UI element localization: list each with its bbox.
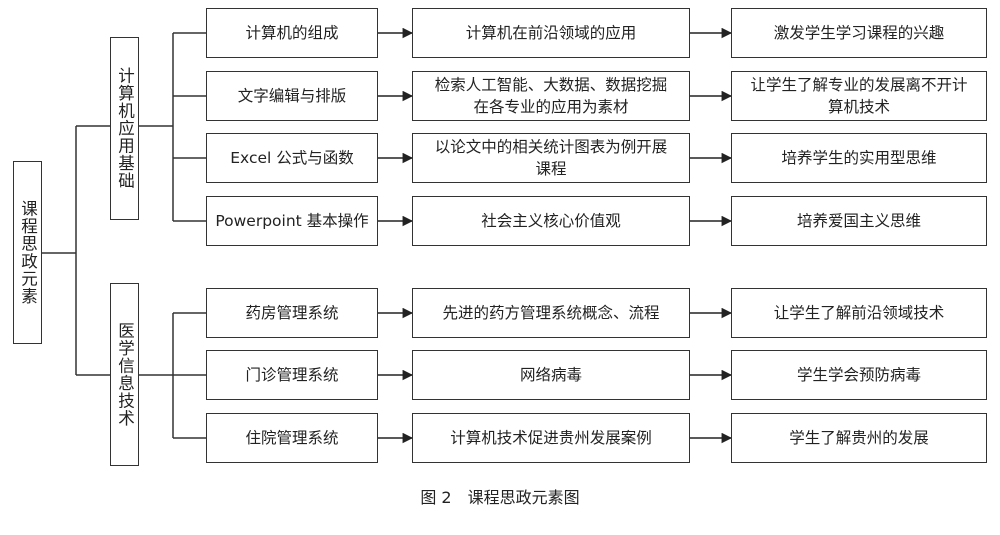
content-node: 计算机技术促进贵州发展案例 [412, 413, 690, 463]
content-node: 社会主义核心价值观 [412, 196, 690, 246]
goal-node: 让学生了解前沿领域技术 [731, 288, 987, 338]
group-label: 医学信息技术 [115, 322, 135, 427]
goal-node: 让学生了解专业的发展离不开计算机技术 [731, 71, 987, 121]
topic-node: Excel 公式与函数 [206, 133, 378, 183]
content-node: 网络病毒 [412, 350, 690, 400]
group-node-computer-basics: 计算机应用基础 [110, 37, 139, 220]
group-label: 计算机应用基础 [115, 67, 135, 190]
content-node: 以论文中的相关统计图表为例开展课程 [412, 133, 690, 183]
topic-node: 住院管理系统 [206, 413, 378, 463]
figure-number: 图 2 [420, 488, 452, 507]
goal-node: 培养学生的实用型思维 [731, 133, 987, 183]
goal-node: 激发学生学习课程的兴趣 [731, 8, 987, 58]
figure-caption: 图 2 课程思政元素图 [0, 484, 1000, 508]
topic-node: 门诊管理系统 [206, 350, 378, 400]
topic-node: Powerpoint 基本操作 [206, 196, 378, 246]
root-label: 课程思政元素 [18, 200, 38, 305]
goal-node: 学生学会预防病毒 [731, 350, 987, 400]
topic-node: 文字编辑与排版 [206, 71, 378, 121]
goal-node: 培养爱国主义思维 [731, 196, 987, 246]
root-node: 课程思政元素 [13, 161, 42, 344]
group-node-medical-it: 医学信息技术 [110, 283, 139, 466]
content-node: 计算机在前沿领域的应用 [412, 8, 690, 58]
content-node: 先进的药方管理系统概念、流程 [412, 288, 690, 338]
figure-title: 课程思政元素图 [467, 488, 580, 507]
topic-node: 药房管理系统 [206, 288, 378, 338]
topic-node: 计算机的组成 [206, 8, 378, 58]
goal-node: 学生了解贵州的发展 [731, 413, 987, 463]
content-node: 检索人工智能、大数据、数据挖掘在各专业的应用为素材 [412, 71, 690, 121]
